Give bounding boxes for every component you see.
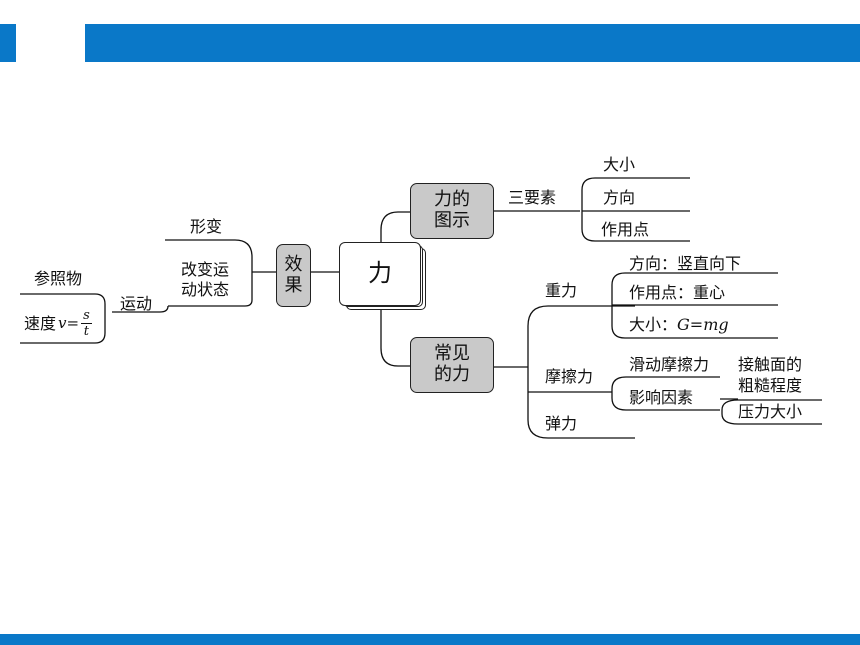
effect-label-2: 果 (284, 274, 303, 296)
surface-label-1: 接触面的 (738, 355, 803, 374)
magnitude-label: 大小 (603, 155, 636, 174)
elastic-label: 弹力 (545, 414, 578, 433)
change-motion-label-2: 动状态 (181, 280, 230, 299)
deform-label: 形变 (190, 217, 223, 236)
speed-formula: 速度 v= s t (24, 309, 92, 338)
change-motion-label-1: 改变运 (181, 260, 230, 279)
gravity-magnitude-label: 大小： (629, 315, 678, 334)
header-bar-left (0, 24, 16, 62)
center-node-label: 力 (368, 259, 392, 288)
factors-label: 影响因素 (629, 388, 694, 407)
speed-fraction: s t (81, 309, 92, 338)
common-forces-box: 常见 的力 (410, 337, 494, 393)
speed-label: 速度 (24, 313, 57, 333)
footer-bar (0, 634, 860, 645)
three-elements-label: 三要素 (508, 188, 557, 207)
common-forces-label-1: 常见 (434, 343, 470, 365)
sliding-friction-label: 滑动摩擦力 (629, 355, 710, 374)
gravity-point-label: 作用点：重心 (629, 283, 726, 302)
gravity-formula: G=mg (677, 315, 729, 334)
pressure-label: 压力大小 (738, 402, 803, 421)
force-diagram-label-1: 力的 (434, 189, 470, 211)
gravity-magnitude: 大小：G=mg (629, 317, 729, 333)
effect-label-1: 效 (284, 253, 303, 275)
common-forces-label-2: 的力 (434, 364, 470, 385)
friction-label: 摩擦力 (545, 367, 594, 386)
speed-denominator: t (83, 324, 90, 339)
surface-label-2: 粗糙程度 (738, 376, 803, 395)
speed-var: v= (58, 314, 80, 332)
force-diagram-box: 力的 图示 (410, 183, 494, 239)
speed-numerator: s (81, 308, 92, 324)
effect-box: 效 果 (276, 244, 311, 307)
reference-label: 参照物 (34, 269, 83, 288)
direction-label: 方向 (603, 188, 636, 207)
gravity-direction-label: 方向：竖直向下 (629, 254, 742, 273)
point-label: 作用点 (601, 220, 650, 239)
motion-label: 运动 (120, 294, 153, 313)
gravity-label: 重力 (545, 281, 578, 300)
force-diagram-label-2: 图示 (434, 210, 470, 231)
header-bar-right (85, 24, 860, 62)
center-node: 力 (339, 242, 421, 306)
